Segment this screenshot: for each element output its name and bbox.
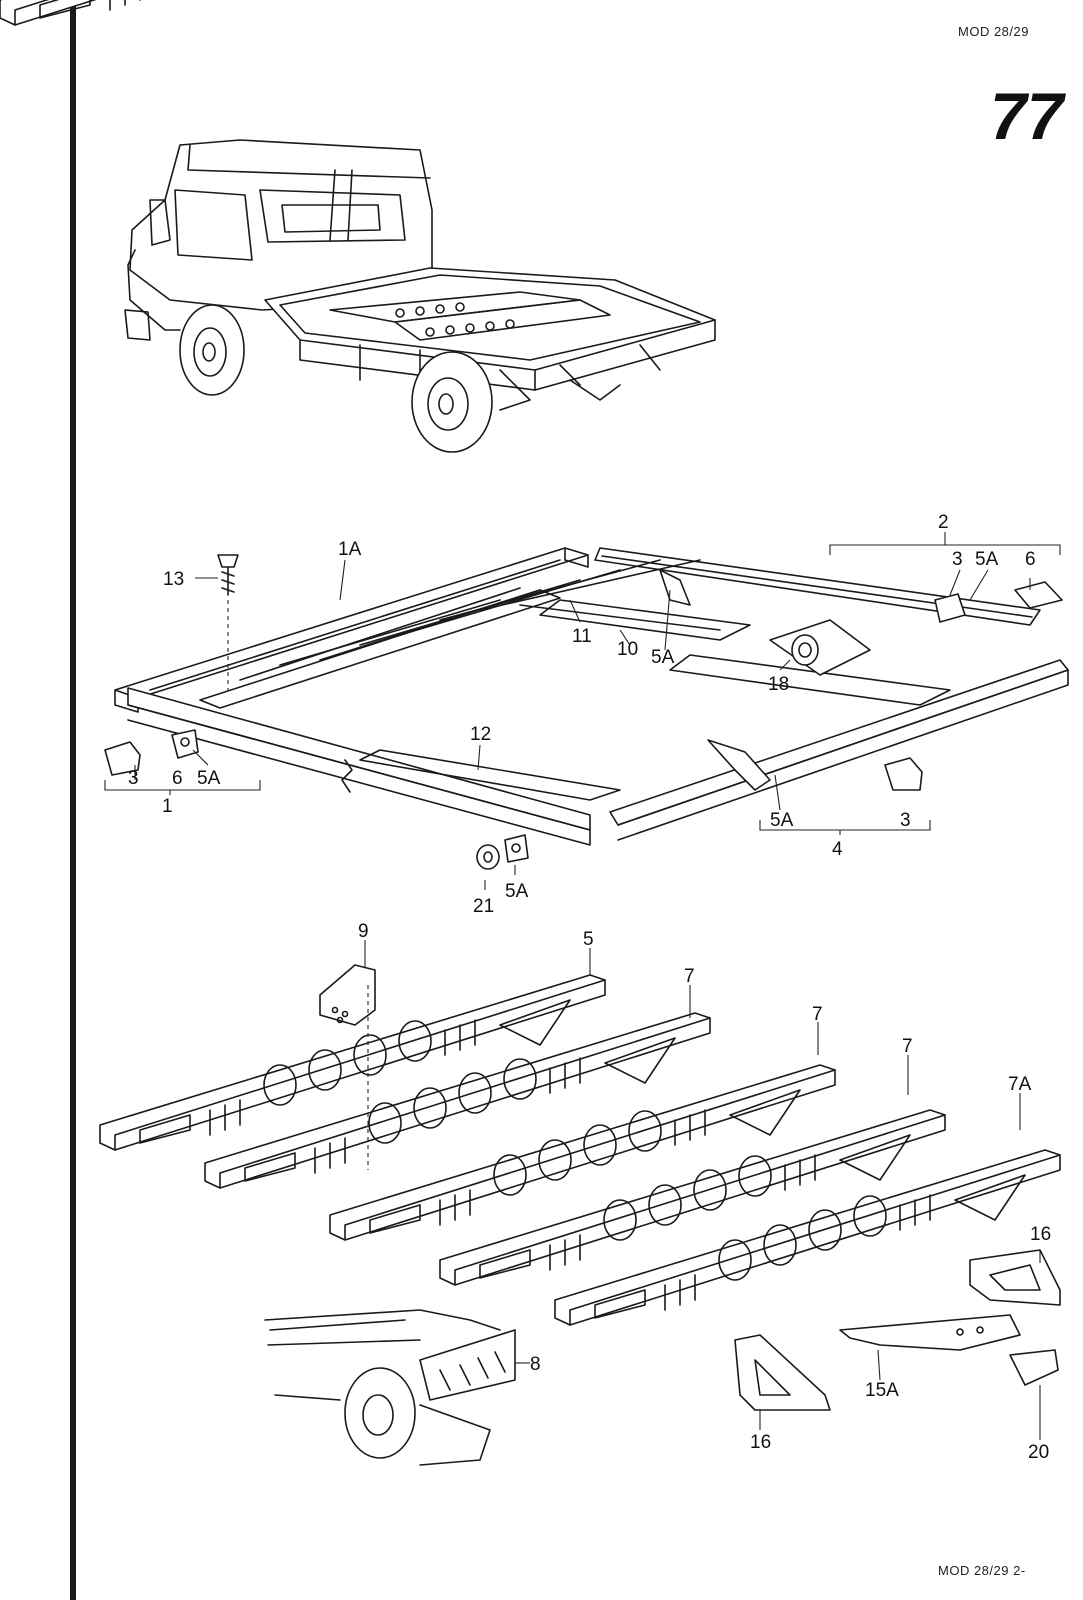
page-binding-edge — [70, 0, 76, 1600]
callout-1A: 1A — [338, 539, 362, 560]
callout-5A: 5A — [197, 768, 221, 789]
callout-3: 3 — [128, 768, 139, 789]
callout-20: 20 — [1028, 1442, 1049, 1463]
callout-3: 3 — [900, 810, 911, 831]
callout-7A: 7A — [1008, 1074, 1032, 1095]
callout-21: 21 — [473, 896, 494, 917]
callout-15A: 15A — [865, 1380, 899, 1401]
callout-7: 7 — [684, 966, 695, 987]
callout-6: 6 — [1025, 549, 1036, 570]
callout-13: 13 — [163, 569, 184, 590]
leader-lines — [104, 532, 1061, 1440]
model-footer: MOD 28/29 2- — [938, 1563, 1026, 1578]
callout-5A: 5A — [975, 549, 999, 570]
model-header: MOD 28/29 — [958, 24, 1029, 39]
callout-5: 5 — [583, 929, 594, 950]
callout-10: 10 — [617, 639, 638, 660]
callout-9: 9 — [358, 921, 369, 942]
callout-16: 16 — [1030, 1224, 1051, 1245]
callout-5A: 5A — [651, 647, 675, 668]
callout-7: 7 — [812, 1004, 823, 1025]
callout-12: 12 — [470, 724, 491, 745]
cross-members — [0, 0, 1061, 1466]
callout-4: 4 — [832, 839, 843, 860]
callout-16: 16 — [750, 1432, 771, 1453]
callout-7: 7 — [902, 1036, 913, 1057]
truck-illustration — [124, 139, 716, 453]
callout-labels: 1A 13 2 3 5A 6 11 10 5A 18 12 3 6 5A 1 2… — [128, 512, 1051, 1463]
callout-2: 2 — [938, 512, 949, 533]
callout-11: 11 — [572, 626, 592, 647]
callout-6: 6 — [172, 768, 183, 789]
callout-5A: 5A — [505, 881, 529, 902]
callout-18: 18 — [768, 674, 789, 695]
callout-5A: 5A — [770, 810, 794, 831]
platform-assembly — [104, 547, 1069, 870]
callout-8: 8 — [530, 1354, 541, 1375]
page-number: 77 — [990, 79, 1064, 153]
callout-3: 3 — [952, 549, 963, 570]
callout-1: 1 — [162, 796, 173, 817]
